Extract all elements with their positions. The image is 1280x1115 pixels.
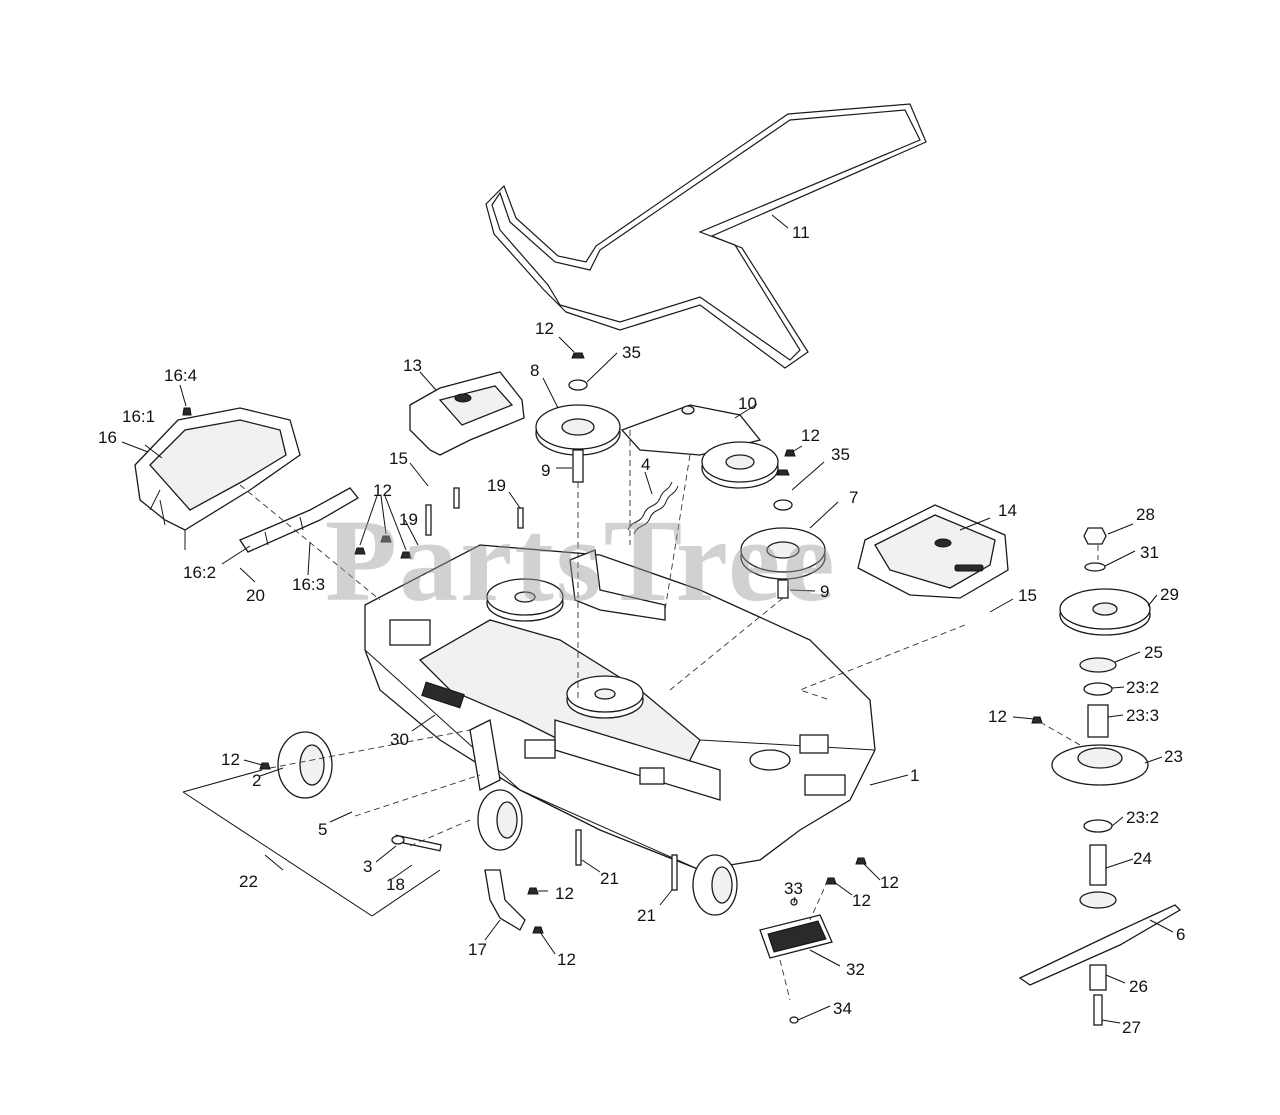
callout-23-2[interactable]: 23:2 <box>1126 678 1159 697</box>
belt-cover-13[interactable] <box>409 371 525 456</box>
callout-12[interactable]: 12 <box>373 481 392 500</box>
callout-9[interactable]: 9 <box>820 582 829 601</box>
callout-23-3[interactable]: 23:3 <box>1126 706 1159 725</box>
discharge-chute-16[interactable] <box>134 407 301 550</box>
chute-bracket-16-2[interactable] <box>239 487 359 553</box>
callout-10[interactable]: 10 <box>738 394 757 413</box>
callout-15[interactable]: 15 <box>389 449 408 468</box>
callout-35[interactable]: 35 <box>831 445 850 464</box>
callout-23[interactable]: 23 <box>1164 747 1183 766</box>
assembly-bracket-22 <box>182 769 441 917</box>
wheel-bolt-18[interactable] <box>391 834 442 852</box>
callout-15[interactable]: 15 <box>1018 586 1037 605</box>
hardware-nuts <box>354 449 1043 1024</box>
callout-20[interactable]: 20 <box>246 586 265 605</box>
callout-34[interactable]: 34 <box>833 999 852 1018</box>
drive-belt[interactable] <box>485 103 927 369</box>
idler-arm-10[interactable] <box>620 404 779 489</box>
deck-spindle-pulley-left[interactable] <box>486 578 564 622</box>
callout-32[interactable]: 32 <box>846 960 865 979</box>
callout-16-3[interactable]: 16:3 <box>292 575 325 594</box>
callout-31[interactable]: 31 <box>1140 543 1159 562</box>
callout-16-1[interactable]: 16:1 <box>122 407 155 426</box>
idler-bracket[interactable] <box>569 549 666 621</box>
callout-16[interactable]: 16 <box>98 428 117 447</box>
callout-12[interactable]: 12 <box>988 707 1007 726</box>
bracket-17[interactable] <box>484 869 526 931</box>
callout-3[interactable]: 3 <box>363 857 372 876</box>
callout-30[interactable]: 30 <box>390 730 409 749</box>
callout-5[interactable]: 5 <box>318 820 327 839</box>
callout-11[interactable]: 11 <box>792 223 810 242</box>
callout-26[interactable]: 26 <box>1129 977 1148 996</box>
callout-6[interactable]: 6 <box>1176 925 1185 944</box>
callout-16-4[interactable]: 16:4 <box>164 366 197 385</box>
callout-12[interactable]: 12 <box>801 426 820 445</box>
callout-12[interactable]: 12 <box>555 884 574 903</box>
callout-labels: 11 12 35 8 10 13 16:4 16:1 16 9 4 12 35 … <box>98 223 1185 1037</box>
callout-1[interactable]: 1 <box>910 766 919 785</box>
callout-21[interactable]: 21 <box>600 869 619 888</box>
deck-wheel-left[interactable] <box>469 719 523 851</box>
callout-9[interactable]: 9 <box>541 461 550 480</box>
callout-21[interactable]: 21 <box>637 906 656 925</box>
callout-2[interactable]: 2 <box>252 771 261 790</box>
callout-24[interactable]: 24 <box>1133 849 1152 868</box>
callout-27[interactable]: 27 <box>1122 1018 1141 1037</box>
watermark-text: PartsTree <box>325 495 837 626</box>
callout-12[interactable]: 12 <box>557 950 576 969</box>
anti-scalp-wheel-2[interactable] <box>259 731 333 799</box>
callout-19[interactable]: 19 <box>487 476 506 495</box>
idler-pulley-7[interactable] <box>740 469 826 599</box>
callout-12[interactable]: 12 <box>852 891 871 910</box>
callout-25[interactable]: 25 <box>1144 643 1163 662</box>
callout-12[interactable]: 12 <box>880 873 899 892</box>
callout-23-2[interactable]: 23:2 <box>1126 808 1159 827</box>
callout-17[interactable]: 17 <box>468 940 487 959</box>
deck-spindle-pulley-center[interactable] <box>566 675 644 719</box>
callout-4[interactable]: 4 <box>641 455 650 474</box>
callout-13[interactable]: 13 <box>403 356 422 375</box>
callout-16-2[interactable]: 16:2 <box>183 563 216 582</box>
leader-lines <box>121 214 1174 1024</box>
deck-wheel-right[interactable] <box>692 854 738 916</box>
callout-29[interactable]: 29 <box>1160 585 1179 604</box>
callout-12[interactable]: 12 <box>221 750 240 769</box>
callout-22[interactable]: 22 <box>239 872 258 891</box>
callout-28[interactable]: 28 <box>1136 505 1155 524</box>
callout-12[interactable]: 12 <box>535 319 554 338</box>
spring-4[interactable] <box>627 481 679 535</box>
callout-8[interactable]: 8 <box>530 361 539 380</box>
callout-14[interactable]: 14 <box>998 501 1017 520</box>
callout-18[interactable]: 18 <box>386 875 405 894</box>
callout-33[interactable]: 33 <box>784 879 803 898</box>
shield-32[interactable] <box>759 914 833 959</box>
belt-cover-14[interactable] <box>857 504 1009 599</box>
callout-35[interactable]: 35 <box>622 343 641 362</box>
callout-7[interactable]: 7 <box>849 488 858 507</box>
callout-19[interactable]: 19 <box>399 510 418 529</box>
spindle-assembly[interactable] <box>1018 527 1182 1026</box>
